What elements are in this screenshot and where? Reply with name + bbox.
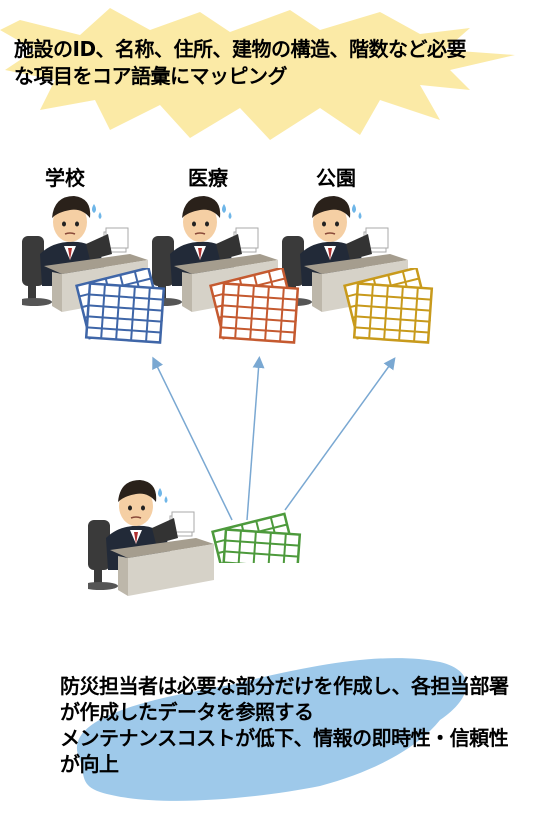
footer-line-2: メンテナンスコストが低下、情報の即時性・信頼性が向上 (60, 726, 509, 776)
arrow-to-medical (246, 356, 265, 521)
label-medical: 医療 (188, 166, 228, 190)
arrow-to-school (152, 356, 233, 521)
label-park: 公園 (316, 166, 356, 190)
header-text: 施設のID、名称、住所、建物の構造、階数など必要な項目をコア語彙にマッピング (14, 37, 467, 88)
footer-line-1: 防災担当者は必要な部分だけを作成し、各担当部署が作成したデータを参照する (60, 674, 509, 724)
arrow-to-park (284, 357, 396, 511)
burst-shape (0, 8, 515, 140)
footer-text: 防災担当者は必要な部分だけを作成し、各担当部署が作成したデータを参照する メンテ… (60, 673, 520, 777)
label-school: 学校 (45, 166, 85, 190)
